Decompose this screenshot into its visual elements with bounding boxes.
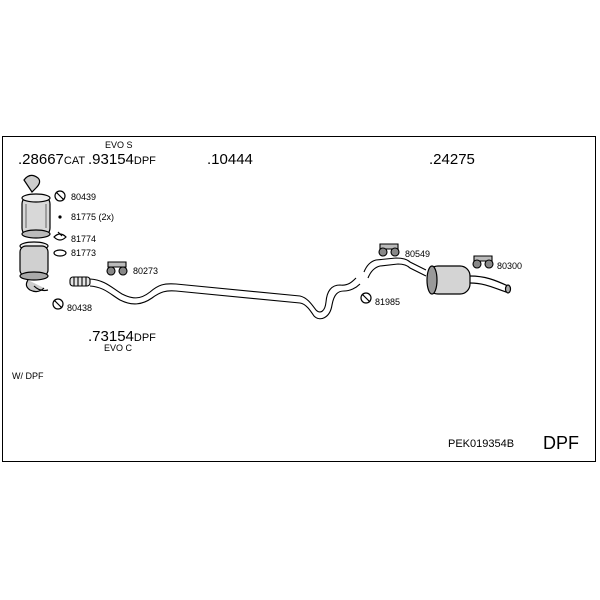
part-label-80438: 80438 <box>67 303 93 313</box>
part-label-73154: .73154DPF <box>88 329 156 344</box>
kit-type: DPF <box>543 433 579 453</box>
part-label-80273: 80273 <box>133 266 159 276</box>
bolt-81775 <box>58 215 62 219</box>
hanger-80273 <box>106 261 128 276</box>
middle-pipe <box>89 277 361 320</box>
part-label-81774: 81774 <box>71 234 97 244</box>
part-label-24275: .24275 <box>429 151 475 168</box>
part-label-10444: .10444 <box>207 151 253 168</box>
diagram-frame <box>2 136 596 462</box>
part-number: .73154 <box>88 328 134 345</box>
part-suffix: CAT <box>63 155 86 167</box>
hanger-80300 <box>472 255 494 269</box>
flex-pipe <box>69 276 91 287</box>
clamp-81985 <box>360 292 372 304</box>
part-number: .93154 <box>88 151 134 168</box>
part-suffix: DPF <box>133 332 156 344</box>
gasket-81774 <box>53 231 67 241</box>
part-variant-evo-c: EVO C <box>104 343 133 353</box>
rear-muffler <box>426 265 512 295</box>
hanger-80549 <box>378 243 400 257</box>
part-label-80300: 80300 <box>497 261 523 271</box>
kit-code: PEK019354B <box>448 438 515 450</box>
rear-pipe <box>363 257 427 279</box>
part-label-81985: 81985 <box>375 297 401 307</box>
part-number: .28667 <box>18 151 64 168</box>
part-variant-evo-s: EVO S <box>105 140 133 150</box>
part-label-80549: 80549 <box>405 249 431 259</box>
clamp-80439 <box>54 190 66 202</box>
clamp-80438 <box>52 298 64 310</box>
catalytic-converter <box>21 174 51 239</box>
diesel-particulate-filter <box>19 241 49 293</box>
part-label-81773: 81773 <box>71 248 97 258</box>
part-label-80439: 80439 <box>71 192 97 202</box>
fitment-note: W/ DPF <box>12 371 44 381</box>
part-label-81775: 81775 (2x) <box>71 212 115 222</box>
part-label-93154: .93154DPF <box>88 152 156 167</box>
part-label-28667: .28667CAT <box>18 152 85 167</box>
part-suffix: DPF <box>133 155 156 167</box>
gasket-81773 <box>53 249 67 257</box>
